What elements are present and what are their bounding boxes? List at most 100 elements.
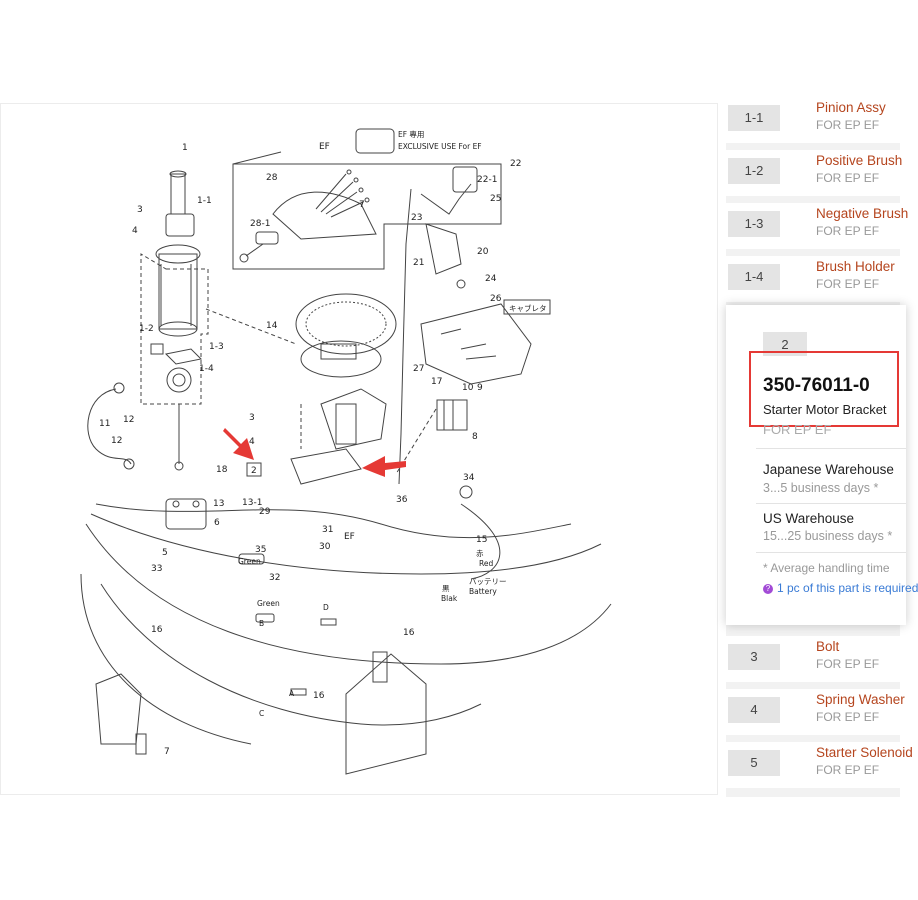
ef-connector [255, 231, 279, 245]
svg-text:13: 13 [213, 499, 224, 509]
svg-text:20: 20 [477, 247, 489, 257]
throttle-cable [398, 188, 412, 485]
part-name-link[interactable]: Pinion Assy [816, 100, 886, 115]
commutator [166, 367, 192, 393]
ef-inset-box [232, 163, 502, 270]
svg-text:A: A [289, 689, 295, 698]
svg-text:28: 28 [266, 173, 278, 183]
starter-motor-body [158, 253, 198, 330]
control-lever [372, 651, 388, 683]
part-name-link[interactable]: Starter Solenoid [816, 745, 913, 760]
wire-red-jp-label: 赤 [476, 549, 484, 558]
svg-text:1-1: 1-1 [197, 196, 212, 206]
wire-green-label-1: Green [238, 557, 261, 566]
battery-cable-11 [87, 388, 132, 465]
svg-text:29: 29 [259, 507, 271, 517]
part-row-1-1[interactable]: 1-1 Pinion Assy FOR EP EF [726, 97, 900, 143]
warehouse-us-name: US Warehouse [763, 511, 855, 526]
part-name-link[interactable]: Positive Brush [816, 153, 903, 168]
svg-text:30: 30 [319, 542, 331, 552]
svg-text:24: 24 [485, 274, 497, 284]
part-model-note: FOR EP EF [816, 710, 880, 724]
required-qty-note[interactable]: ? 1 pc of this part is required [763, 581, 918, 595]
detail-part-number: 350-76011-0 [763, 375, 870, 396]
part-model-note: FOR EP EF [816, 657, 880, 671]
svg-text:1-4: 1-4 [199, 364, 214, 374]
ef-inset-leader [232, 151, 282, 165]
carburetor-label-box [503, 299, 551, 315]
exploded-diagram-svg: 2 EF 專用 EXCLUSIVE USE For EF EF EF キャブレタ… [80, 128, 612, 775]
pinion [170, 173, 186, 215]
question-icon: ? [763, 584, 773, 594]
part-number-badge: 1-3 [728, 211, 780, 237]
warehouse-japan-days: 3...5 business days * [763, 481, 879, 495]
part-model-note: FOR EP EF [816, 118, 880, 132]
part-name-link[interactable]: Bolt [816, 639, 840, 654]
svg-text:D: D [323, 603, 329, 612]
svg-text:31: 31 [322, 525, 333, 535]
relay-block [436, 399, 468, 431]
part-row-4[interactable]: 4 Spring Washer FOR EP EF [726, 689, 905, 735]
required-qty-text: 1 pc of this part is required [777, 581, 918, 595]
callout-label-2: 2 [251, 466, 257, 476]
svg-text:1-3: 1-3 [209, 342, 224, 352]
svg-text:7: 7 [359, 200, 365, 210]
svg-text:28-1: 28-1 [250, 219, 270, 229]
starter-bracket [320, 388, 387, 450]
svg-text:6: 6 [214, 518, 220, 528]
part-number-badge: 1-2 [728, 158, 780, 184]
part-row-5[interactable]: 5 Starter Solenoid FOR EP EF [726, 742, 913, 788]
svg-text:23: 23 [411, 213, 422, 223]
part-row-3[interactable]: 3 Bolt FOR EP EF [726, 636, 900, 682]
svg-text:11: 11 [99, 419, 110, 429]
svg-text:16: 16 [313, 691, 325, 701]
svg-text:7: 7 [164, 747, 170, 757]
part-row-1-3[interactable]: 1-3 Negative Brush FOR EP EF [726, 203, 908, 249]
part-reference-numbers: 1 1-1 3 4 1-2 1-3 1-4 12 11 12 14 28 28-… [99, 143, 521, 757]
red-arrow-left [223, 428, 254, 460]
svg-text:3: 3 [249, 413, 255, 423]
exclusive-badge-text: EF 專用 [398, 129, 424, 139]
ef-inset-label: EF [319, 142, 330, 152]
avg-handling-note: * Average handling time [763, 561, 890, 575]
red-arrow-right [362, 456, 406, 477]
svg-text:16: 16 [403, 628, 415, 638]
carburetor-label: キャブレタ [509, 303, 547, 313]
wire-red-label: Red [479, 559, 493, 568]
callout-arrows [223, 428, 406, 477]
part-number-badge: 1-1 [728, 105, 780, 131]
svg-text:10: 10 [462, 383, 474, 393]
part-row-1-4[interactable]: 1-4 Brush Holder FOR EP EF [726, 256, 900, 302]
grommet-34 [459, 485, 473, 499]
svg-text:B: B [259, 619, 264, 628]
part-name-link[interactable]: Negative Brush [816, 206, 909, 221]
warehouse-us-days: 15...25 business days * [763, 529, 893, 543]
part-detail-card[interactable]: 2 350-76011-0 Starter Motor Bracket FOR … [726, 305, 918, 625]
flywheel [295, 293, 397, 355]
svg-text:4: 4 [249, 437, 255, 447]
divider [756, 503, 906, 504]
battery-jp-label: バッテリー [469, 577, 507, 586]
part-row-1-2[interactable]: 1-2 Positive Brush FOR EP EF [726, 150, 903, 196]
part-number-badge: 1-4 [728, 264, 780, 290]
starter-assembly-box [140, 253, 209, 405]
exclusive-note-text: EXCLUSIVE USE For EF [398, 142, 482, 151]
svg-text:C: C [259, 709, 264, 718]
part-model-note: FOR EP EF [816, 277, 880, 291]
part-number-badge: 3 [728, 644, 780, 670]
svg-text:15: 15 [476, 535, 487, 545]
ef-bracket-shape [272, 191, 377, 240]
svg-text:32: 32 [269, 573, 280, 583]
ef-lower-label: EF [344, 532, 355, 542]
part-name-link[interactable]: Spring Washer [816, 692, 905, 707]
svg-text:12: 12 [123, 415, 134, 425]
part-model-note: FOR EP EF [816, 171, 880, 185]
svg-text:5: 5 [162, 548, 168, 558]
wire-harness-1 [95, 503, 572, 539]
ef-note-box [355, 128, 395, 154]
wire-black-label: Blak [441, 594, 458, 603]
svg-text:26: 26 [490, 294, 502, 304]
svg-text:8: 8 [472, 432, 478, 442]
part-name-link[interactable]: Brush Holder [816, 259, 895, 274]
callout-box-2 [246, 462, 262, 477]
